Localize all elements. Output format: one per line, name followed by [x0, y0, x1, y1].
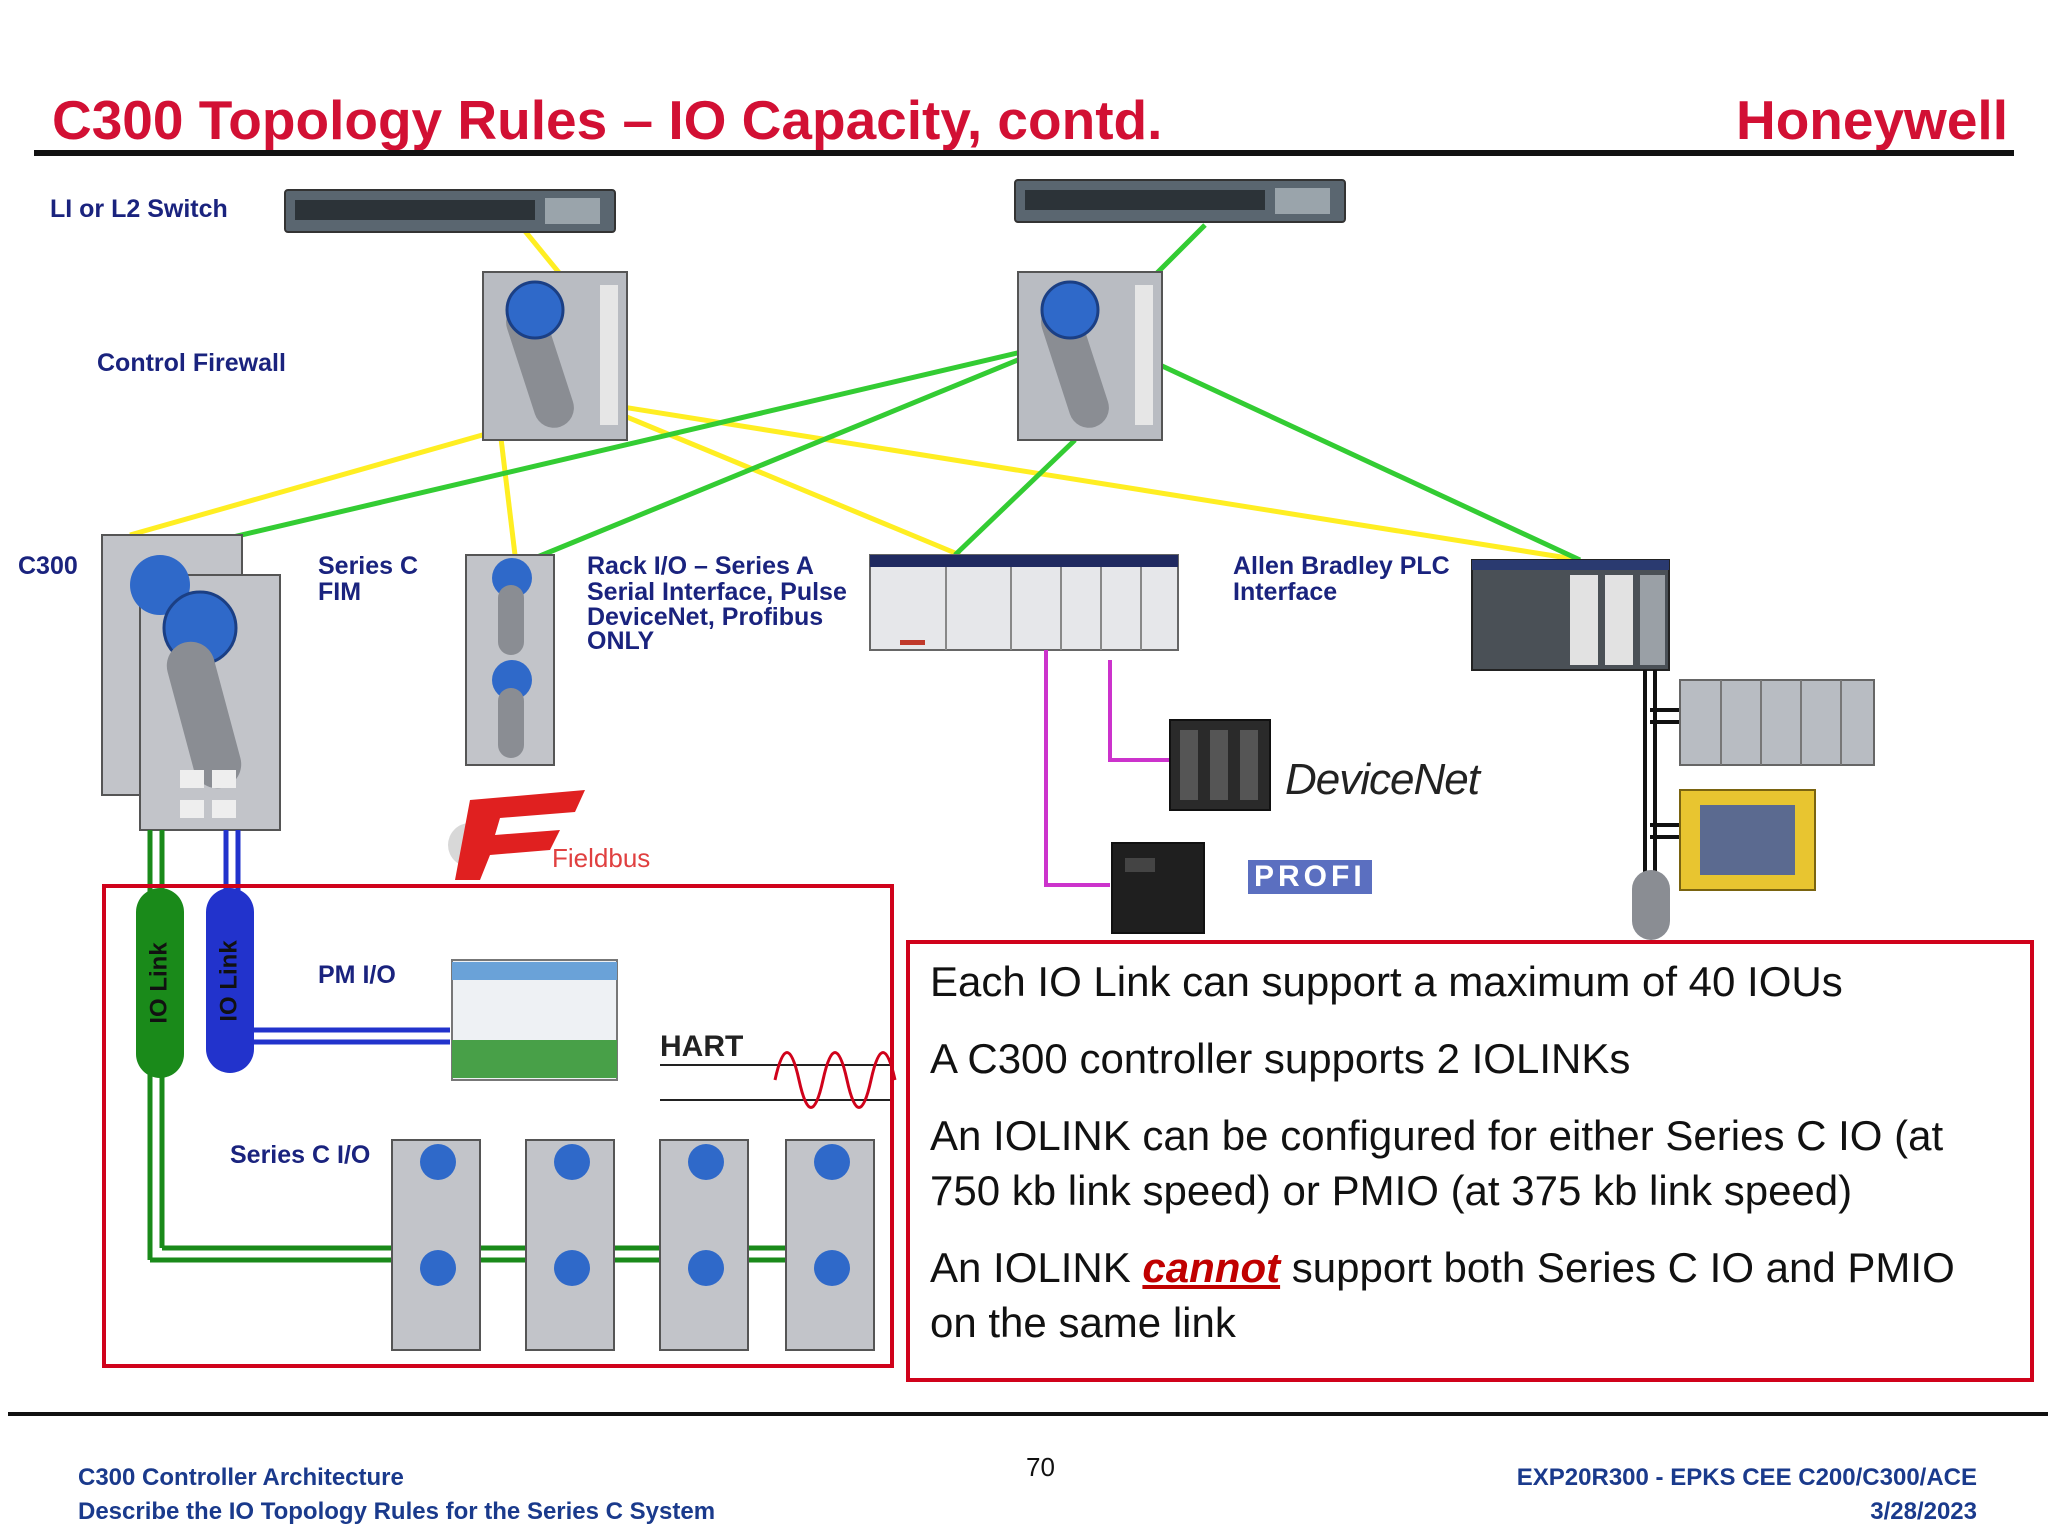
switch-label: LI or L2 Switch	[50, 195, 228, 223]
pm-io-module	[451, 959, 618, 1081]
c300-controller-pair	[101, 534, 281, 831]
rack-io-label-line4: ONLY	[587, 627, 655, 655]
profibus-device	[1111, 842, 1205, 934]
fieldbus-logo	[448, 790, 585, 880]
fieldbus-logo-text: Fieldbus	[552, 843, 651, 873]
c300-label: C300	[18, 552, 78, 580]
pm-io-label: PM I/O	[318, 961, 396, 989]
switch-left	[284, 189, 616, 233]
ab-plc-label-line2: Interface	[1233, 578, 1338, 606]
series-c-io-modules	[391, 1139, 875, 1351]
series-c-fim	[465, 554, 555, 766]
callout-line-4-pre: An IOLINK	[930, 1244, 1143, 1291]
io-capacity-callout: Each IO Link can support a maximum of 40…	[906, 940, 2034, 1382]
io-link-1-label: IO Link	[146, 942, 173, 1024]
callout-line-2: A C300 controller supports 2 IOLINKs	[930, 1035, 1631, 1082]
profibus-logo: PROFI	[1248, 860, 1372, 894]
hart-waveform	[660, 1051, 897, 1109]
ab-cable-connector	[1632, 870, 1670, 940]
callout-line-3: An IOLINK can be configured for either S…	[930, 1112, 1944, 1214]
callout-line-4: An IOLINK cannot support both Series C I…	[930, 1240, 2010, 1350]
callout-line-1: Each IO Link can support a maximum of 40…	[930, 958, 1843, 1005]
switch-right	[1014, 179, 1346, 223]
page-number: 70	[1026, 1452, 1055, 1482]
rack-io-chassis	[869, 554, 1179, 651]
series-c-io-label: Series C I/O	[230, 1141, 371, 1169]
rack-io-label-line2: Serial Interface, Pulse	[587, 578, 847, 606]
fim-label-line2: FIM	[318, 578, 362, 606]
footer-divider	[8, 1412, 2048, 1416]
footer-module-title: Describe the IO Topology Rules for the S…	[78, 1498, 716, 1525]
ab-io-rack-2	[1679, 789, 1816, 891]
fim-label-line1: Series C	[318, 552, 419, 580]
footer-course-title: C300 Controller Architecture	[78, 1464, 404, 1491]
magenta-links	[1044, 650, 1170, 887]
header-divider	[34, 150, 2014, 156]
io-link-2-bus	[206, 888, 254, 1073]
allen-bradley-plc	[1471, 559, 1670, 671]
rack-io-label-line3: DeviceNet, Profibus	[587, 603, 824, 631]
ab-plc-label-line1: Allen Bradley PLC	[1233, 552, 1450, 580]
firewall-left	[482, 271, 628, 441]
devicenet-logo: DeviceNet	[1285, 755, 1480, 804]
callout-line-4-post: support both Series C IO and PMIO on the…	[930, 1244, 1955, 1346]
ab-io-rack-1	[1679, 679, 1875, 766]
callout-emphasis: cannot	[1142, 1244, 1281, 1291]
page-title: C300 Topology Rules – IO Capacity, contd…	[52, 89, 1163, 151]
io-link-2-label: IO Link	[216, 939, 243, 1022]
footer-date: 3/28/2023	[1870, 1498, 1977, 1525]
firewall-label: Control Firewall	[97, 349, 286, 377]
brand-logo: Honeywell	[1735, 89, 2008, 151]
green-links	[219, 223, 1582, 563]
io-link-group-box	[102, 884, 894, 1368]
io-link-1-bus	[136, 888, 184, 1078]
firewall-right	[1017, 271, 1163, 441]
footer-course-code: EXP20R300 - EPKS CEE C200/C300/ACE	[1516, 1464, 1977, 1491]
rack-io-label-line1: Rack I/O – Series A	[587, 552, 814, 580]
hart-label: HART	[660, 1030, 744, 1063]
devicenet-device	[1169, 719, 1271, 811]
